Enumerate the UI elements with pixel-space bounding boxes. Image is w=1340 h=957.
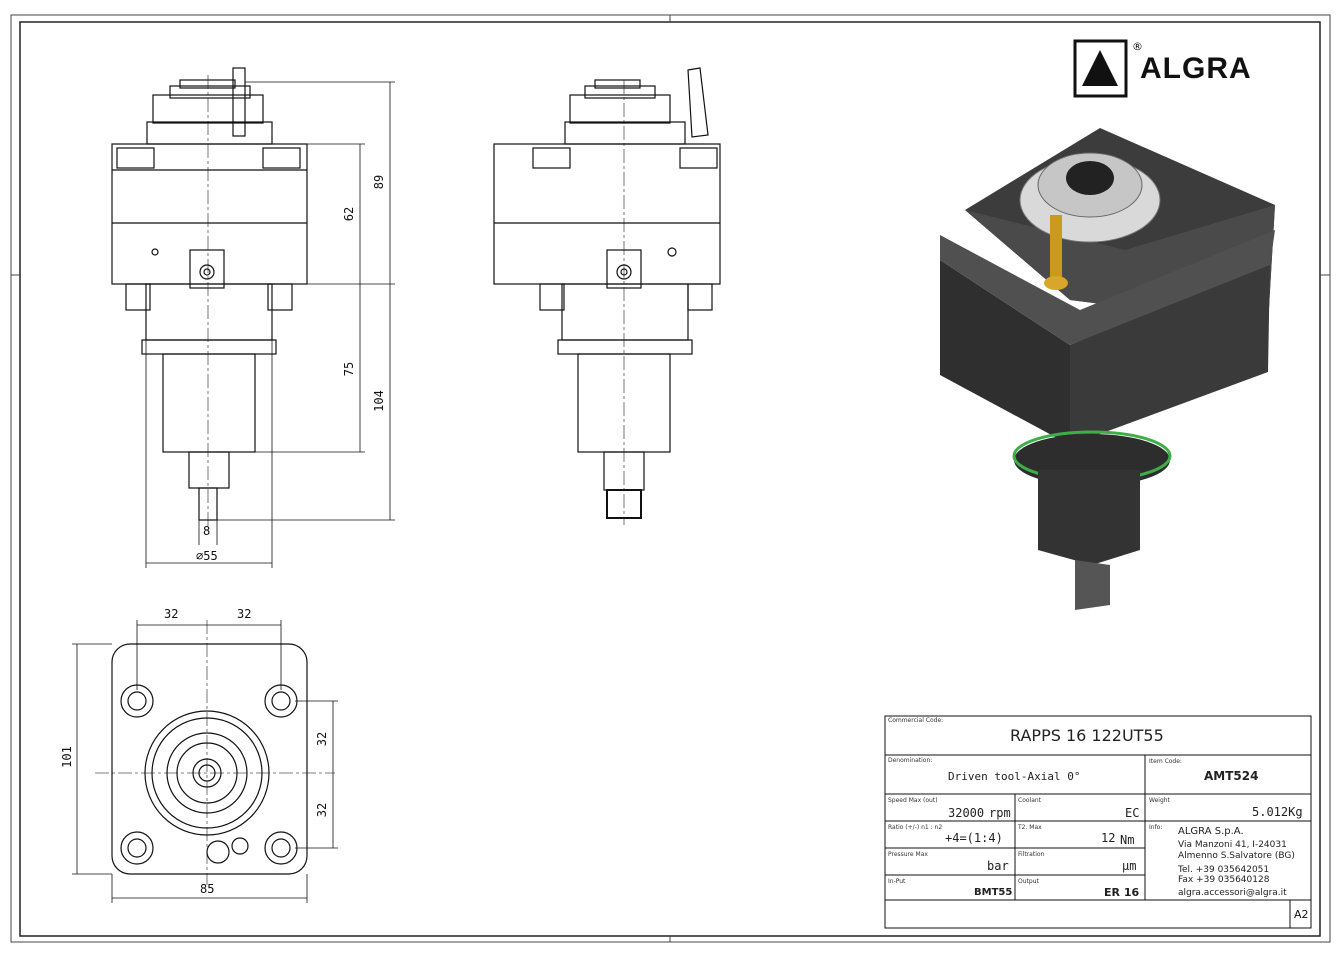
company-name: ALGRA S.p.A.	[1178, 826, 1244, 837]
title-block	[884, 715, 1312, 929]
filtration-unit: µm	[1122, 859, 1137, 873]
speed-label: Speed Max (out)	[888, 797, 938, 804]
address-line-1: Via Manzoni 41, I-24031	[1178, 840, 1287, 850]
address-line-2: Almenno S.Salvatore (BG)	[1178, 851, 1295, 861]
dim-front-89: 89	[372, 174, 387, 190]
item-code: AMT524	[1204, 769, 1259, 783]
registered-mark: ®	[1132, 40, 1143, 53]
sheet-size: A2	[1294, 908, 1309, 921]
input-label: In-Put	[888, 878, 906, 885]
coolant-value: EC	[1125, 806, 1140, 820]
dim-front-104: 104	[371, 390, 386, 412]
speed-value: 32000	[948, 806, 985, 820]
pressure-unit: bar	[987, 859, 1009, 873]
input-value: BMT55	[974, 887, 1013, 898]
item-code-label: Item Code:	[1149, 758, 1182, 765]
ratio-label: Ratio (+/-) n1 : n2	[888, 824, 943, 831]
dim-bottom-85: 85	[200, 882, 215, 896]
weight-value: 5.012Kg	[1252, 805, 1303, 819]
weight-label: Weight	[1149, 797, 1170, 804]
dim-bottom-101: 101	[59, 746, 74, 768]
front-dimensions	[145, 81, 395, 568]
dim-bottom-32-left: 32	[164, 607, 179, 621]
denomination: Driven tool-Axial 0°	[948, 770, 1081, 783]
dim-front-8: 8	[203, 524, 211, 538]
dim-front-75: 75	[342, 361, 357, 377]
bottom-view	[95, 620, 335, 885]
dim-front-62: 62	[342, 206, 357, 222]
torque-value: 12	[1101, 831, 1116, 845]
filtration-label: Filtration	[1018, 851, 1045, 858]
torque-label: T2. Max	[1018, 824, 1042, 831]
front-view	[111, 67, 308, 530]
pressure-label: Pressure Max	[888, 851, 928, 858]
side-view	[493, 67, 721, 525]
dim-bottom-32-lower: 32	[315, 802, 330, 818]
brand-name: ALGRA	[1140, 52, 1252, 85]
isometric-render	[940, 128, 1275, 610]
info-label: Info:	[1149, 824, 1163, 831]
commercial-code: RAPPS 16 122UT55	[1010, 726, 1164, 745]
speed-unit: rpm	[989, 806, 1011, 820]
bottom-dimensions	[72, 620, 338, 903]
telephone: Tel. +39 035642051	[1178, 865, 1270, 875]
ratio-value: +4=(1:4)	[945, 831, 1003, 845]
email-link[interactable]: algra.accessori@algra.it	[1178, 888, 1287, 898]
denomination-label: Denomination:	[888, 757, 933, 764]
commercial-code-label: Commercial Code:	[888, 717, 944, 724]
fax: Fax +39 035640128	[1178, 875, 1270, 885]
torque-unit: Nm	[1120, 833, 1135, 847]
output-label: Output	[1018, 878, 1039, 885]
dim-bottom-32-upper: 32	[315, 731, 330, 747]
dim-front-diameter: ∅55	[196, 549, 218, 563]
dim-bottom-32-right: 32	[237, 607, 252, 621]
algra-logo	[1073, 39, 1128, 98]
coolant-label: Coolant	[1018, 797, 1042, 804]
output-value: ER 16	[1104, 886, 1140, 899]
